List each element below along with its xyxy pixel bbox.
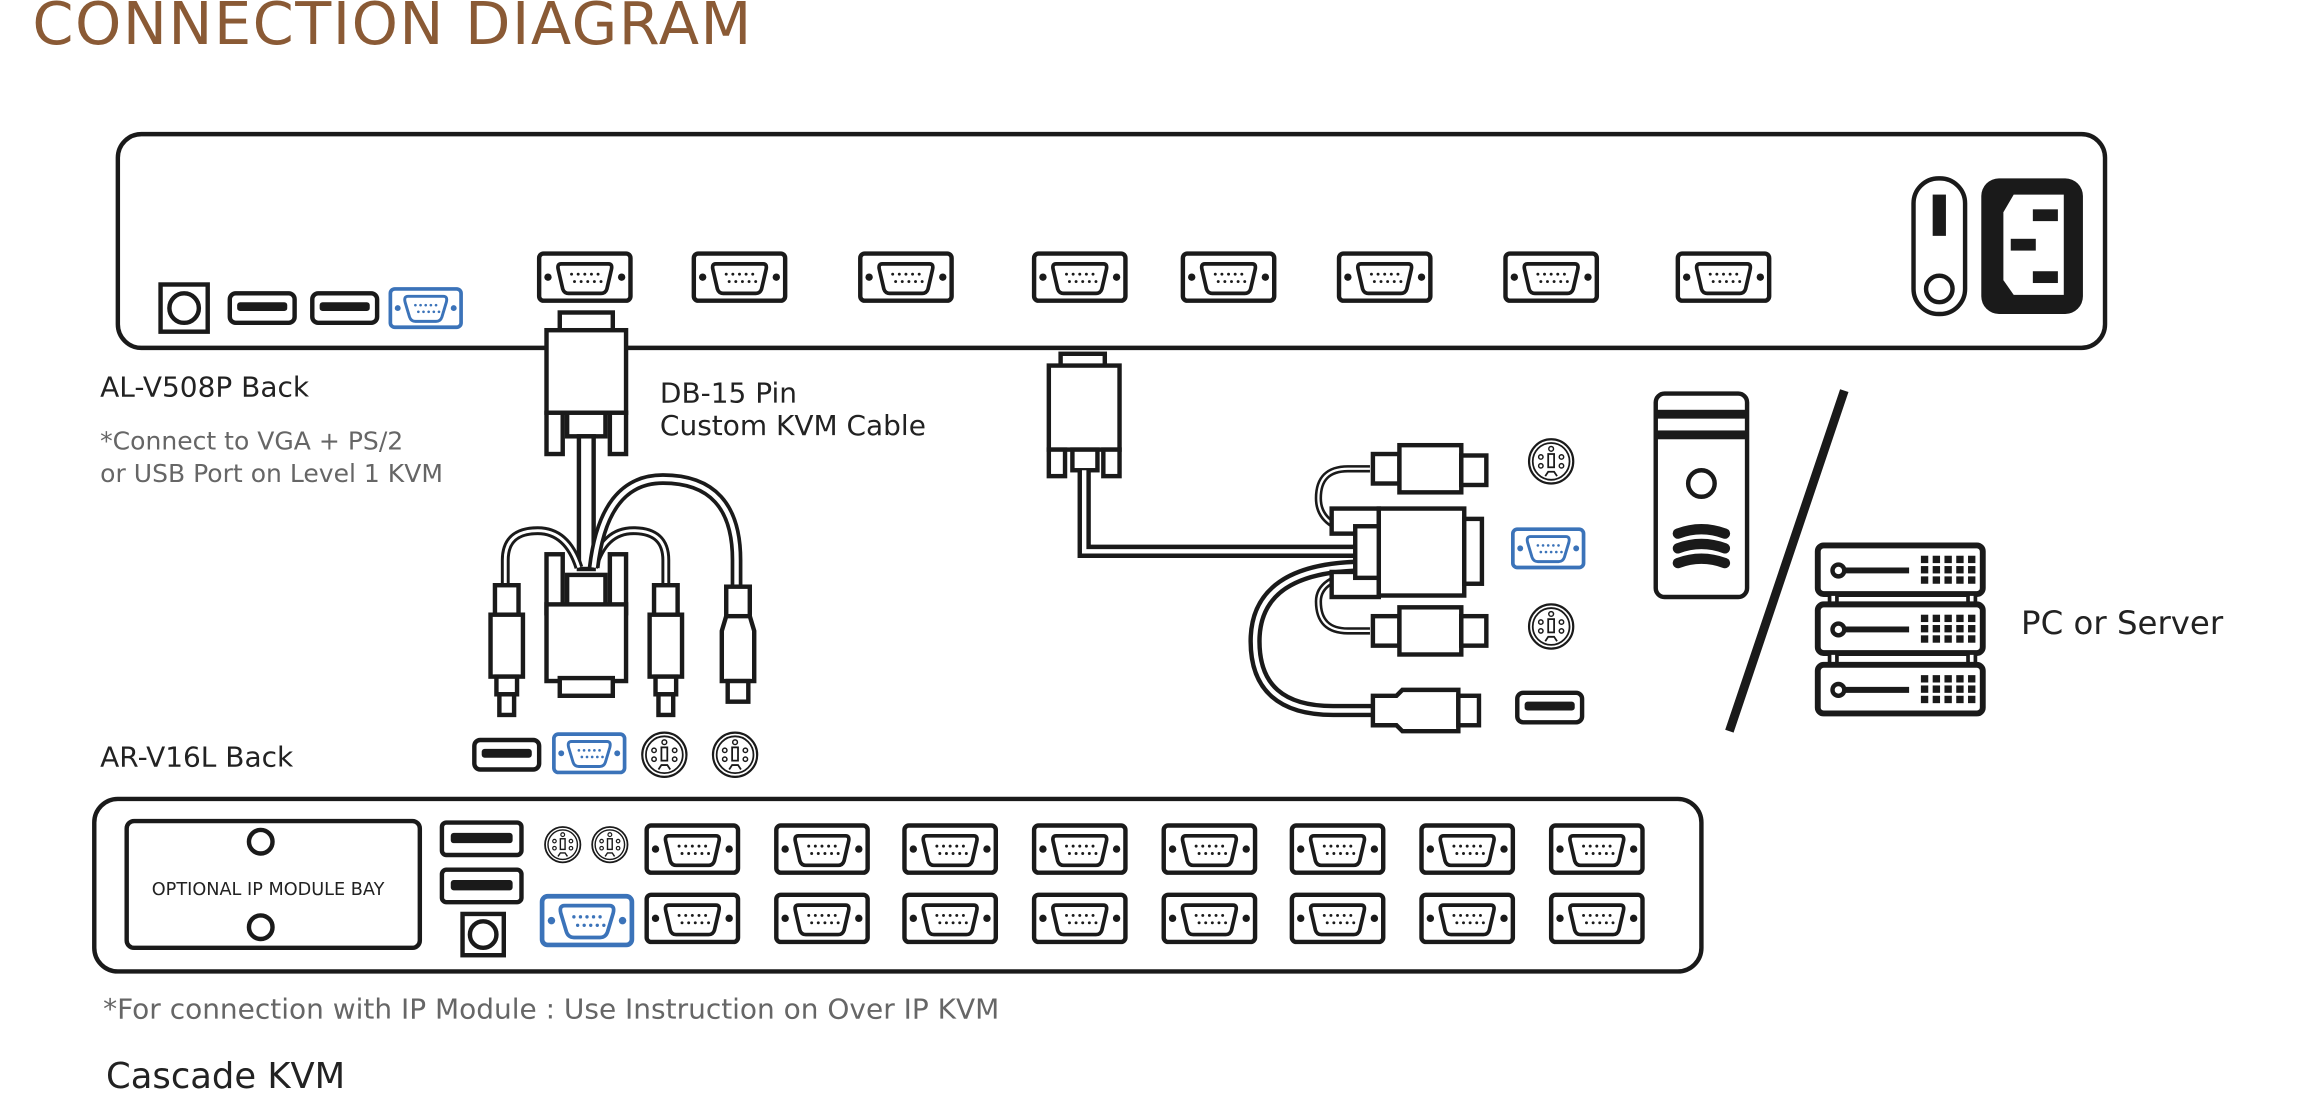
pc-tower-icon — [1653, 391, 1750, 600]
db15-port — [1422, 895, 1513, 942]
db15-port — [1034, 254, 1125, 301]
dc-power-jack — [158, 282, 210, 334]
db15-port — [1034, 895, 1125, 942]
ps2-port — [544, 826, 582, 864]
server-unit — [1814, 601, 1986, 656]
ps2-port — [591, 826, 629, 864]
db15-port — [1678, 254, 1769, 301]
db15-port — [1339, 254, 1430, 301]
db15-port — [1505, 254, 1596, 301]
db15-port — [647, 825, 738, 872]
ps2-port — [1527, 603, 1575, 650]
server-unit — [1814, 542, 1986, 598]
db15-port — [647, 895, 738, 942]
vga-port-highlight — [1511, 527, 1586, 570]
db15-port — [776, 825, 867, 872]
db15-port — [904, 825, 995, 872]
ps2-plug — [650, 585, 682, 715]
power-switch — [1911, 176, 1968, 317]
cable-label-line1: DB-15 Pin — [660, 376, 797, 409]
ip-module-note: *For connection with IP Module : Use Ins… — [103, 993, 999, 1026]
db15-port — [776, 895, 867, 942]
usb-port — [439, 820, 524, 858]
top-device-note-line2: or USB Port on Level 1 KVM — [100, 459, 443, 488]
kvm-cable-pc — [1046, 351, 1489, 734]
cascade-kvm-label: Cascade KVM — [106, 1056, 345, 1097]
usb-port — [439, 867, 524, 905]
ac-power-inlet — [1981, 178, 2083, 314]
vga-port-highlight — [542, 896, 632, 945]
usb-port — [230, 293, 295, 322]
db15-port — [1034, 825, 1125, 872]
db15-port — [1164, 825, 1255, 872]
ps2-port — [641, 731, 688, 778]
kvm-cable-console — [491, 310, 757, 715]
ip-module-bay: OPTIONAL IP MODULE BAY — [124, 818, 423, 951]
top-device-note-line1: *Connect to VGA + PS/2 — [100, 427, 403, 456]
db15-port — [1551, 895, 1642, 942]
db15-port — [1422, 825, 1513, 872]
db15-port — [1292, 825, 1383, 872]
ip-module-bay-label: OPTIONAL IP MODULE BAY — [152, 880, 385, 900]
server-unit — [1814, 661, 1986, 717]
page-title: CONNECTION DIAGRAM — [32, 0, 752, 58]
cable-label-line2: Custom KVM Cable — [660, 409, 926, 442]
vga-port-highlight — [388, 287, 463, 330]
top-device-label: AL-V508P Back — [100, 371, 310, 404]
db15-port — [1551, 825, 1642, 872]
db15-port — [904, 895, 995, 942]
db15-port — [1183, 254, 1274, 301]
bottom-device-label: AR-V16L Back — [100, 741, 294, 774]
bottom-kvm-back-panel: OPTIONAL IP MODULE BAY — [92, 796, 1704, 974]
dc-power-jack — [460, 911, 507, 958]
db15-port — [539, 254, 630, 301]
usb-port — [1517, 693, 1582, 722]
db15-port — [1164, 895, 1255, 942]
db15-port — [860, 254, 951, 301]
vga-port-highlight — [552, 732, 627, 775]
usb-port — [312, 293, 377, 322]
usb-port — [474, 740, 539, 769]
db15-port — [1292, 895, 1383, 942]
server-rack-icon — [1814, 542, 1986, 717]
top-kvm-back-panel — [115, 131, 2108, 351]
usb-plug — [719, 584, 757, 704]
ps2-port — [1527, 438, 1575, 485]
pc-server-label: PC or Server — [2021, 604, 2224, 642]
db15-port — [694, 254, 785, 301]
or-divider — [1725, 389, 1849, 733]
ps2-plug — [491, 585, 523, 715]
ps2-port — [711, 731, 759, 778]
